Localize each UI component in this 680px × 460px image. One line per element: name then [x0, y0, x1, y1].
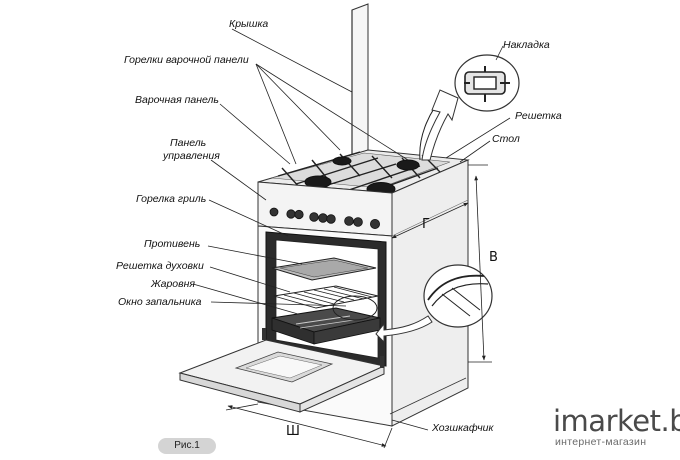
label-hob-burners: Горелки варочной панели	[124, 54, 249, 66]
dimension-width: Ш	[286, 424, 300, 439]
label-control-panel-line2: управления	[163, 150, 220, 162]
baking-tray	[271, 257, 377, 281]
watermark-name: imarket.by	[553, 404, 680, 438]
dimension-height: В	[489, 250, 498, 265]
watermark-subtitle: интернет-магазин	[555, 436, 647, 448]
label-ignition-window: Окно запальника	[118, 296, 202, 308]
oven-door	[178, 328, 386, 413]
label-oven-rack: Решетка духовки	[116, 260, 204, 272]
label-table: Стол	[492, 133, 520, 145]
label-cap: Накладка	[503, 39, 550, 51]
zoom-cap-arrow	[421, 89, 459, 161]
label-hob: Варочная панель	[135, 94, 219, 106]
oven-rack	[273, 285, 379, 309]
leader-lines	[192, 28, 511, 431]
dimension-depth: Г	[422, 217, 430, 232]
label-lid: Крышка	[229, 18, 269, 30]
label-roasting-pan: Жаровня	[151, 278, 196, 290]
roasting-pan	[271, 307, 381, 345]
drawer-edge	[389, 377, 467, 415]
label-control-panel-line1: Панель	[170, 137, 207, 149]
zoom-cap	[419, 54, 520, 161]
hob-grates	[277, 151, 445, 197]
label-grate: Решетка	[515, 110, 562, 122]
dimension-lines	[225, 164, 492, 449]
label-drawer: Хозшкафчик	[432, 422, 494, 434]
ignition-window-highlight	[332, 295, 378, 321]
zoom-rack-arrow	[375, 315, 433, 344]
watermark-logo: imarket.by интернет-магазин	[553, 406, 680, 448]
label-grill-burner: Горелка гриль	[136, 193, 207, 205]
label-baking-tray: Противень	[144, 238, 201, 250]
figure-caption: Рис.1	[158, 438, 216, 454]
control-knobs	[269, 207, 380, 229]
